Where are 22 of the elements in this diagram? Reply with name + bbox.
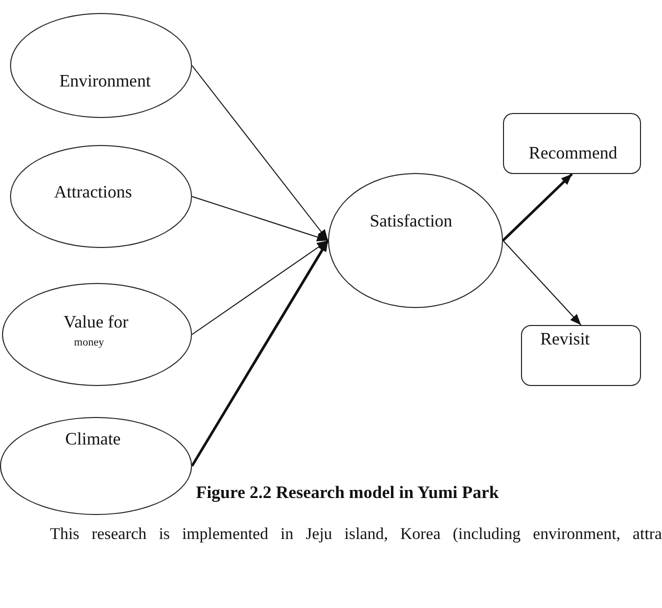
node-label: Revisit [540, 328, 590, 350]
node-label: money [74, 336, 104, 350]
construct-ellipse [10, 13, 192, 118]
outcome-box [503, 113, 641, 174]
arrow [192, 196, 328, 242]
construct-ellipse [10, 145, 192, 248]
outcome-box [521, 325, 641, 386]
node-label: Recommend [528, 142, 618, 164]
node-label: Value for [64, 312, 128, 332]
arrow [502, 173, 573, 242]
arrow [190, 240, 330, 467]
construct-ellipse [0, 417, 192, 515]
node-label: Attractions [54, 182, 132, 202]
arrow [192, 240, 328, 335]
construct-ellipse [328, 173, 503, 308]
node-label: Satisfaction [370, 210, 452, 232]
arrow [192, 65, 328, 241]
construct-ellipse [2, 283, 192, 386]
arrow [502, 240, 582, 326]
node-label: Climate [65, 428, 121, 450]
body-paragraph: This research is implemented in Jeju island, Korea (including environment, attra [50, 524, 662, 544]
node-label: Environment [59, 70, 151, 92]
